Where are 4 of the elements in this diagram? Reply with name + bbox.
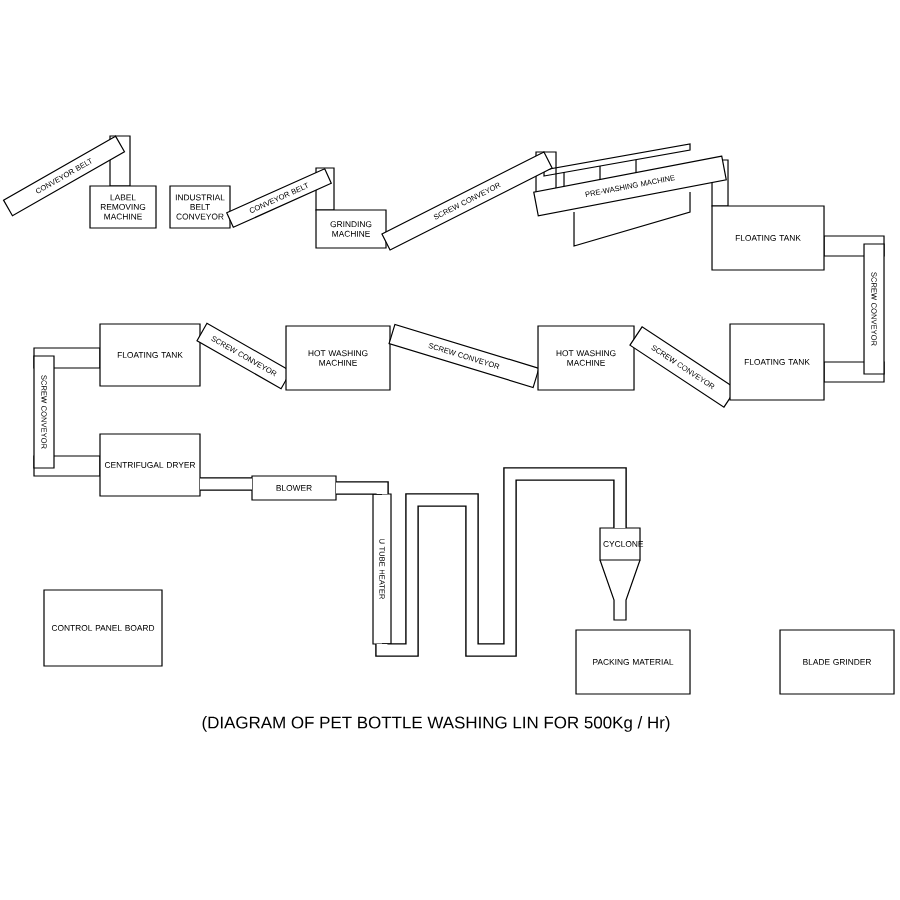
caption: (DIAGRAM OF PET BOTTLE WASHING LIN FOR 500Kg / Hr) [202, 716, 670, 732]
pipe [336, 481, 389, 495]
pipe [200, 477, 252, 491]
pipe [375, 467, 627, 657]
